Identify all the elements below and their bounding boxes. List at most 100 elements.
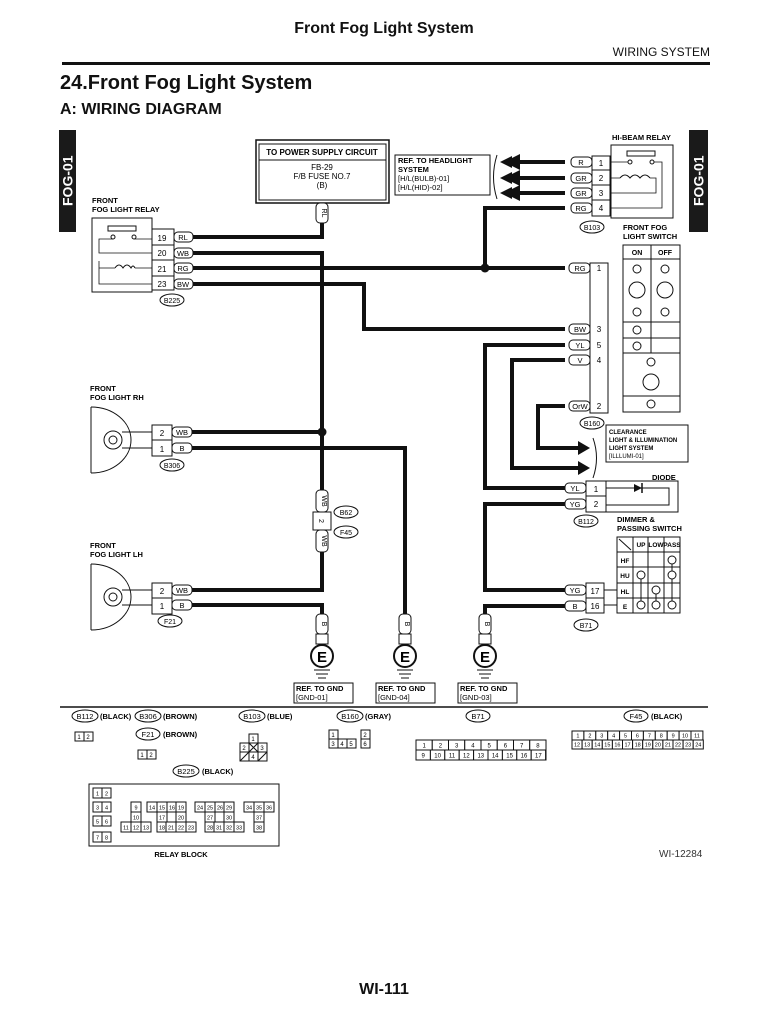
svg-text:5: 5: [349, 742, 353, 748]
f45-pin-label: 24: [695, 743, 701, 749]
f45-pin-label: 13: [584, 743, 590, 749]
f45-pin-label: 2: [588, 734, 591, 740]
svg-text:B: B: [320, 622, 327, 627]
f45-pin-label: 22: [675, 743, 681, 749]
b71-pin-label: 10: [434, 754, 441, 760]
svg-text:1: 1: [160, 445, 165, 454]
svg-text:1: 1: [140, 753, 144, 759]
svg-text:4: 4: [251, 755, 255, 761]
svg-text:1: 1: [331, 733, 335, 739]
svg-text:PASS: PASS: [663, 542, 681, 549]
svg-text:1: 1: [599, 159, 604, 168]
svg-text:19: 19: [158, 234, 167, 243]
joint-connector: WB 2 WB B62 F45: [312, 489, 359, 553]
svg-text:E: E: [400, 649, 410, 666]
svg-text:2: 2: [242, 746, 246, 752]
svg-text:6: 6: [363, 742, 367, 748]
connector-b306: B306: [164, 463, 180, 470]
relay-pin-label: 2: [105, 792, 108, 798]
f45-pin-label: 18: [635, 743, 641, 749]
b71-pin-label: 6: [504, 744, 508, 750]
svg-text:GR: GR: [575, 189, 587, 198]
svg-text:B: B: [403, 622, 410, 627]
svg-text:B160: B160: [341, 712, 359, 721]
svg-text:REF. TO HEADLIGHT: REF. TO HEADLIGHT: [398, 156, 473, 165]
svg-text:16: 16: [591, 602, 600, 611]
f45-pin-label: 11: [694, 734, 700, 740]
f45-pin-label: 19: [645, 743, 651, 749]
wire-orw: [536, 404, 578, 450]
svg-text:WB: WB: [176, 428, 188, 437]
section-heading: 24.Front Fog Light System: [60, 72, 313, 94]
section-label: WIRING SYSTEM: [612, 45, 710, 59]
svg-text:1: 1: [594, 485, 599, 494]
svg-text:HL: HL: [621, 589, 630, 596]
relay-pin-label: 8: [105, 836, 108, 842]
svg-text:21: 21: [158, 265, 167, 274]
power-supply-box: TO POWER SUPPLY CIRCUIT FB-29 F/B FUSE N…: [255, 139, 390, 224]
figure-id: WI-12284: [659, 849, 703, 860]
wire-rl: [192, 218, 324, 239]
svg-text:2: 2: [160, 587, 165, 596]
relay-pin-label: 34: [246, 806, 252, 812]
svg-text:2: 2: [317, 519, 324, 523]
relay-pin-label: 37: [256, 816, 262, 822]
svg-text:OrW: OrW: [572, 402, 588, 411]
connector-f21: F21: [164, 619, 176, 626]
relay-pin-label: 32: [226, 826, 232, 832]
fog-light-switch: FRONT FOG LIGHT SWITCH ON OFF 1 3 5 4 2: [568, 223, 681, 430]
clearance-ref-box: CLEARANCE LIGHT & ILLUMINATION LIGHT SYS…: [605, 424, 689, 463]
relay-pin-label: 31: [216, 826, 222, 832]
svg-text:[GND-03]: [GND-03]: [460, 693, 492, 702]
b71-pin-label: 17: [535, 754, 542, 760]
relay-pin-label: 24: [197, 806, 203, 812]
f45-pin-label: 23: [685, 743, 691, 749]
relay-pin-label: 25: [207, 806, 213, 812]
b71-pin-label: 5: [487, 744, 491, 750]
svg-text:HU: HU: [620, 573, 630, 580]
relay-pin-label: 17: [159, 816, 165, 822]
f45-pin-label: 15: [604, 743, 610, 749]
svg-text:(BLACK): (BLACK): [100, 712, 132, 721]
svg-text:5: 5: [597, 341, 602, 350]
svg-text:WB: WB: [177, 249, 189, 258]
hi-beam-pins: 1 2 3 4: [591, 155, 611, 217]
power-box-line1: FB-29: [311, 163, 333, 172]
f45-pin-label: 21: [665, 743, 671, 749]
svg-text:[H/L(BULB)-01]: [H/L(BULB)-01]: [398, 174, 449, 183]
relay-pin-label: 21: [168, 826, 174, 832]
svg-text:WB: WB: [320, 535, 327, 547]
svg-text:FOG LIGHT RH: FOG LIGHT RH: [90, 393, 144, 402]
svg-text:20: 20: [158, 249, 167, 258]
relay-pin-label: 33: [236, 826, 242, 832]
svg-text:B225: B225: [177, 767, 195, 776]
svg-text:RG: RG: [575, 204, 586, 213]
svg-text:(BLUE): (BLUE): [267, 712, 293, 721]
svg-text:(BROWN): (BROWN): [163, 712, 198, 721]
f45-pin-label: 5: [624, 734, 627, 740]
relay-pin-label: 14: [149, 806, 155, 812]
relay-pin: [101, 801, 112, 813]
relay-pin: [185, 821, 197, 833]
svg-text:YL: YL: [570, 484, 579, 493]
wire-yg: [483, 502, 565, 592]
svg-text:FRONT: FRONT: [90, 384, 116, 393]
svg-text:LOW: LOW: [648, 542, 664, 549]
f45-pin-label: 4: [612, 734, 615, 740]
f45-pin-label: 7: [648, 734, 651, 740]
f45-pin-label: 10: [682, 734, 688, 740]
svg-text:R: R: [578, 158, 584, 167]
b71-pin-label: 8: [536, 744, 540, 750]
svg-text:17: 17: [591, 587, 600, 596]
hi-beam-relay-label: HI-BEAM RELAY: [612, 133, 671, 142]
svg-text:REF. TO GND: REF. TO GND: [460, 684, 508, 693]
b71-pin-label: 12: [463, 754, 470, 760]
relay-pin-label: 3: [96, 806, 99, 812]
relay-pin-label: 12: [133, 826, 139, 832]
f45-pin-label: 8: [660, 734, 663, 740]
relay-pin: [263, 801, 275, 813]
relay-pin-label: 22: [178, 826, 184, 832]
relay-pin-label: 4: [105, 806, 108, 812]
relay-pin-label: 35: [256, 806, 262, 812]
ground-1: B E REF. TO GND [GND-01]: [293, 613, 354, 704]
